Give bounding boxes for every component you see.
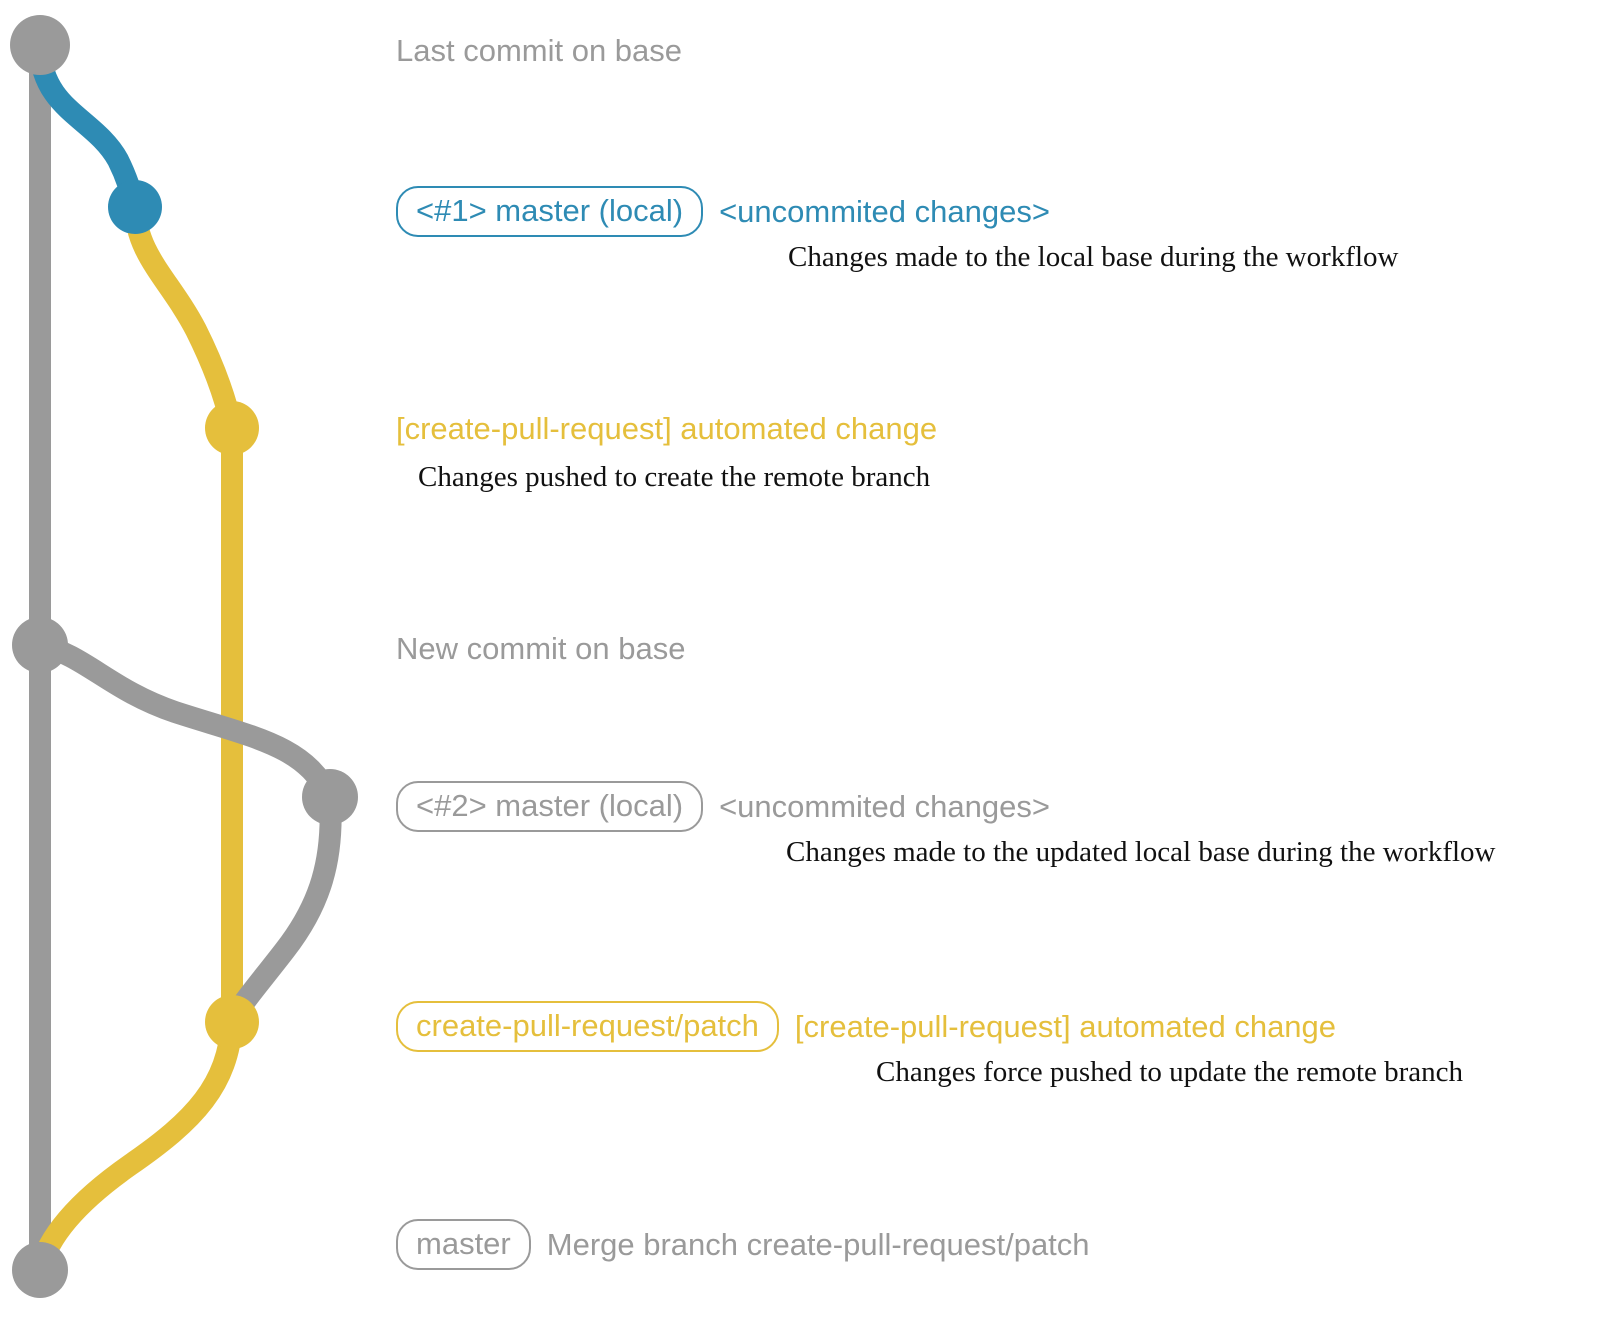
label-line: <#2> master (local) <uncommited changes>	[396, 781, 1050, 832]
commit-message: <uncommited changes>	[719, 789, 1050, 824]
commit-message: <uncommited changes>	[719, 194, 1050, 229]
row-local-2: <#2> master (local) <uncommited changes>	[396, 781, 1050, 832]
label-line: create-pull-request/patch [create-pull-r…	[396, 1001, 1336, 1052]
row-new-commit-on-base: New commit on base	[396, 633, 685, 664]
row-automated-change-2: create-pull-request/patch [create-pull-r…	[396, 1001, 1336, 1052]
edge-basemid-to-local2	[29, 634, 341, 808]
row-local-1: <#1> master (local) <uncommited changes>	[396, 186, 1050, 237]
label-line: [create-pull-request] automated change	[396, 413, 937, 444]
edge-patch2-to-merge	[29, 1011, 243, 1281]
row-last-commit-on-base: Last commit on base	[396, 35, 682, 66]
node-local-commit	[108, 180, 162, 234]
node-patch-commit-2	[205, 995, 259, 1049]
label-line: master Merge branch create-pull-request/…	[396, 1219, 1090, 1270]
commit-message: Last commit on base	[396, 33, 683, 68]
row-description-automated-change-1: Changes pushed to create the remote bran…	[418, 461, 931, 493]
commit-message: [create-pull-request] automated change	[794, 1009, 1337, 1044]
label-line: Last commit on base	[396, 35, 682, 66]
commit-message: New commit on base	[396, 631, 686, 666]
node-local-commit-2	[302, 769, 358, 825]
git-graph	[10, 15, 358, 1298]
node-patch-commit-1	[205, 401, 259, 455]
edge-local-to-patch1	[124, 196, 243, 439]
commit-message: Merge branch create-pull-request/patch	[546, 1227, 1090, 1262]
node-base-mid	[12, 617, 68, 673]
branch-badge-master[interactable]: master	[396, 1219, 531, 1270]
row-description-local-2: Changes made to the updated local base d…	[786, 836, 1496, 868]
commit-message: [create-pull-request] automated change	[396, 411, 938, 446]
node-base-merge	[12, 1242, 68, 1298]
row-merge-commit: master Merge branch create-pull-request/…	[396, 1219, 1090, 1270]
row-description-automated-change-2: Changes force pushed to update the remot…	[876, 1056, 1464, 1088]
row-description-local-1: Changes made to the local base during th…	[788, 241, 1399, 273]
row-automated-change-1: [create-pull-request] automated change	[396, 413, 937, 444]
branch-badge-local-2[interactable]: <#2> master (local)	[396, 781, 704, 832]
label-line: New commit on base	[396, 633, 685, 664]
branch-badge-local-1[interactable]: <#1> master (local)	[396, 186, 704, 237]
node-base-top	[10, 15, 70, 75]
label-line: <#1> master (local) <uncommited changes>	[396, 186, 1050, 237]
branch-badge-patch[interactable]: create-pull-request/patch	[396, 1001, 779, 1052]
